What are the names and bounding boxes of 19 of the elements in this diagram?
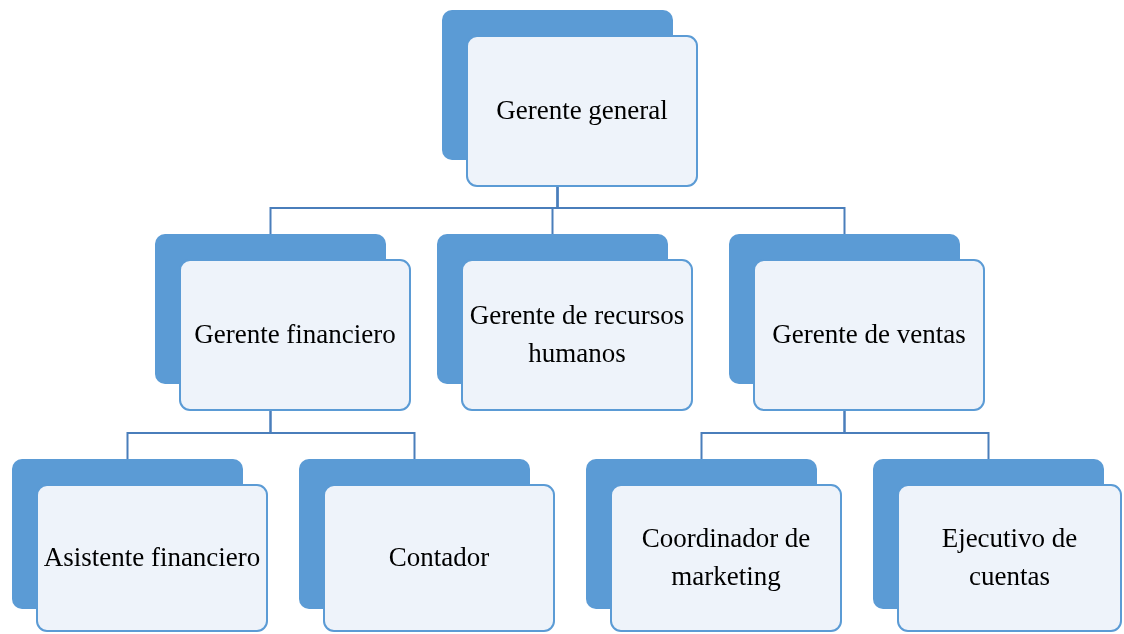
node-label: Gerente de recursos humanos bbox=[468, 299, 686, 370]
connector-line bbox=[269, 410, 416, 460]
org-box bbox=[442, 10, 698, 187]
node-label: Coordinador de marketing bbox=[640, 522, 812, 593]
org-box bbox=[586, 459, 842, 632]
node-label: Gerente de ventas bbox=[772, 318, 966, 352]
node-label: Asistente financiero bbox=[43, 541, 261, 575]
node-label: Gerente financiero bbox=[194, 318, 396, 352]
connector-line bbox=[556, 186, 846, 235]
node-label: Ejecutivo de cuentas bbox=[940, 522, 1079, 593]
connector-line bbox=[843, 410, 990, 460]
node-label: Gerente general bbox=[496, 94, 668, 128]
org-box bbox=[437, 234, 693, 411]
node-label: Contador bbox=[388, 541, 490, 575]
org-box bbox=[299, 459, 555, 632]
org-box bbox=[12, 459, 268, 632]
org-box bbox=[873, 459, 1122, 632]
org-box bbox=[155, 234, 411, 411]
org-box bbox=[729, 234, 985, 411]
